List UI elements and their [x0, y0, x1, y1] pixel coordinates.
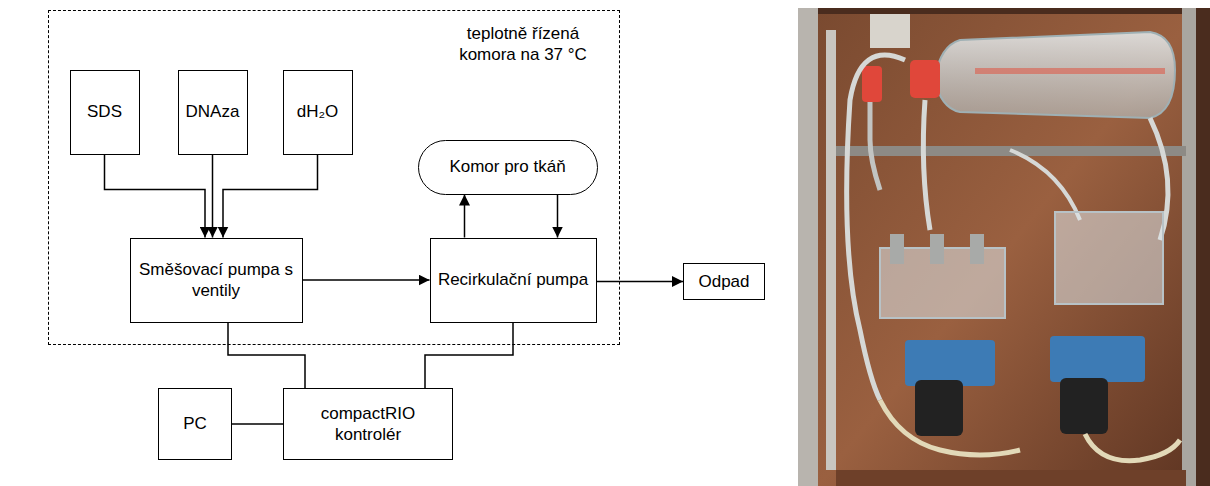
cabinet-frame	[798, 8, 1210, 486]
process-box: PC	[158, 388, 232, 460]
box-label: DNAza	[186, 101, 240, 122]
flow-arrow	[212, 155, 214, 238]
tube	[923, 100, 930, 230]
bottle-tape	[975, 68, 1165, 74]
tube	[870, 102, 880, 190]
tube	[880, 400, 1020, 455]
floor	[836, 470, 1186, 486]
reagent-box: DNAza	[178, 70, 248, 155]
door-edge	[798, 8, 818, 486]
copper-wall	[818, 14, 1196, 486]
boundary-region: SDS DNAza dH₂O Komor pro tkáňSměšovací pump…	[48, 10, 620, 345]
process-box: compactRIO kontrolér	[283, 388, 453, 460]
reagent-box: dH₂O	[283, 70, 353, 155]
valve	[890, 234, 904, 264]
flow-arrow	[303, 279, 430, 281]
pump-base	[1050, 336, 1145, 382]
pump-head	[915, 380, 963, 436]
socket	[870, 14, 910, 48]
tube	[847, 55, 905, 400]
flow-arrow	[597, 281, 684, 283]
bottle-cap	[910, 60, 940, 98]
process-box: Odpad	[683, 263, 765, 300]
rail-right	[1182, 8, 1196, 486]
box-label: SDS	[87, 101, 122, 122]
process-box: Recirkulační pumpa	[430, 238, 597, 323]
valve	[930, 234, 944, 264]
control-line	[425, 323, 513, 389]
rail-left	[826, 30, 836, 470]
glass-bottle	[935, 32, 1175, 118]
flow-arrow	[223, 155, 318, 238]
control-line	[232, 423, 283, 425]
box-label: Recirkulační pumpa	[438, 269, 588, 290]
flow-arrow	[105, 155, 206, 238]
tube	[1085, 434, 1180, 461]
process-box: Směšovací pumpa s ventily	[130, 238, 303, 323]
box-label: Odpad	[698, 271, 749, 292]
small-bottle-cap	[862, 66, 882, 102]
pump-head	[1060, 378, 1108, 434]
valve	[970, 234, 984, 264]
reagent-box: SDS	[70, 70, 140, 155]
tissue-chamber	[1055, 212, 1163, 304]
region-label: teplotně řízená komora na 37 °C	[438, 23, 608, 66]
box-label: compactRIO kontrolér	[290, 403, 446, 446]
flow-arrow	[557, 195, 559, 238]
tube	[1010, 150, 1080, 220]
box-label: dH₂O	[297, 101, 339, 122]
box-label: PC	[183, 413, 207, 434]
box-label: Směšovací pumpa s ventily	[137, 259, 296, 302]
control-line	[228, 323, 305, 389]
chamber-box: Komor pro tkáň	[418, 140, 598, 195]
pump-base	[905, 340, 995, 386]
box-label: Komor pro tkáň	[449, 156, 565, 177]
flow-arrow	[464, 195, 466, 238]
